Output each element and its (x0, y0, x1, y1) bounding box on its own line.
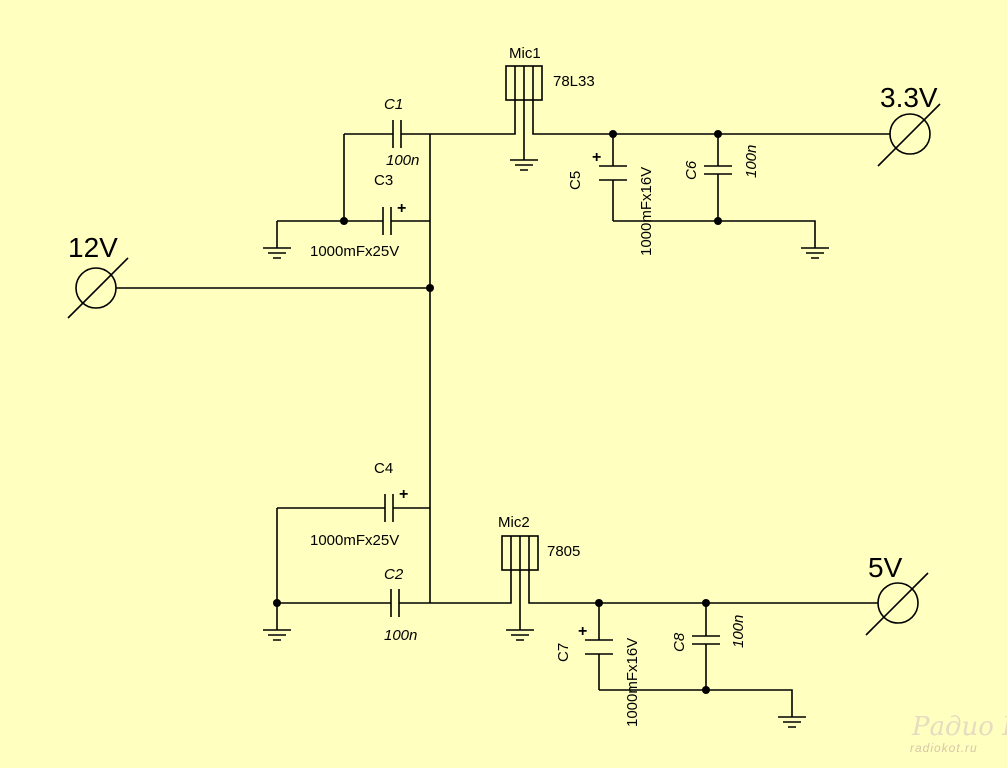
c7-plus: + (578, 623, 587, 640)
terminal-3v3-label: 3.3V (880, 82, 938, 113)
watermark: Радио КОТ radiokot.ru (910, 712, 1007, 755)
mic1-ref: Mic1 (509, 45, 541, 62)
ground-icon (510, 159, 538, 171)
c1-ref: C1 (384, 96, 403, 113)
ground-symbols (263, 159, 829, 728)
watermark-logo: Радио КОТ (911, 712, 1007, 742)
capacitor-c8: C8 100n (671, 615, 747, 652)
c7-value: 1000mFx16V (624, 638, 641, 727)
c2-value: 100n (384, 627, 417, 644)
capacitor-c7: + C7 1000mFx16V (555, 623, 641, 727)
terminal-3v3: 3.3V (877, 82, 941, 167)
mic2-ref: Mic2 (498, 514, 530, 531)
c8-value: 100n (730, 615, 747, 648)
terminal-5v: 5V (865, 552, 929, 636)
c4-ref: C4 (374, 460, 393, 477)
c3-value: 1000mFx25V (310, 243, 399, 260)
c5-value: 1000mFx16V (638, 167, 655, 256)
watermark-site: radiokot.ru (910, 741, 978, 755)
c1-value: 100n (386, 152, 419, 169)
c3-ref: C3 (374, 172, 393, 189)
capacitor-c5: + C5 1000mFx16V (567, 149, 655, 256)
regulator-mic1: Mic1 78L33 (505, 45, 595, 101)
mic1-value: 78L33 (553, 73, 595, 90)
c4-value: 1000mFx25V (310, 532, 399, 549)
c7-ref: C7 (555, 643, 572, 662)
ground-icon (263, 247, 291, 259)
wires (116, 100, 890, 717)
capacitor-c4: + C4 1000mFx25V (310, 460, 408, 549)
c2-ref: C2 (384, 566, 404, 583)
ground-icon (801, 247, 829, 259)
c8-ref: C8 (671, 632, 688, 652)
c5-plus: + (592, 149, 601, 166)
regulator-mic2: Mic2 7805 (498, 514, 580, 571)
c5-ref: C5 (567, 171, 584, 190)
mic2-value: 7805 (547, 543, 580, 560)
terminal-12v-label: 12V (68, 232, 118, 263)
capacitor-c3: + C3 1000mFx25V (310, 172, 406, 260)
capacitor-c1: C1 100n (384, 96, 419, 169)
capacitor-c6: C6 100n (683, 145, 760, 180)
capacitor-c2: C2 100n (384, 566, 417, 644)
terminal-5v-label: 5V (868, 552, 903, 583)
terminal-12v: 12V (67, 232, 129, 319)
junctions (273, 130, 722, 694)
ground-icon (778, 716, 806, 728)
c4-plus: + (399, 486, 408, 503)
ground-icon (506, 629, 534, 641)
c6-value: 100n (743, 145, 760, 178)
c6-ref: C6 (683, 160, 700, 180)
c3-plus: + (397, 200, 406, 217)
ground-icon (263, 629, 291, 641)
